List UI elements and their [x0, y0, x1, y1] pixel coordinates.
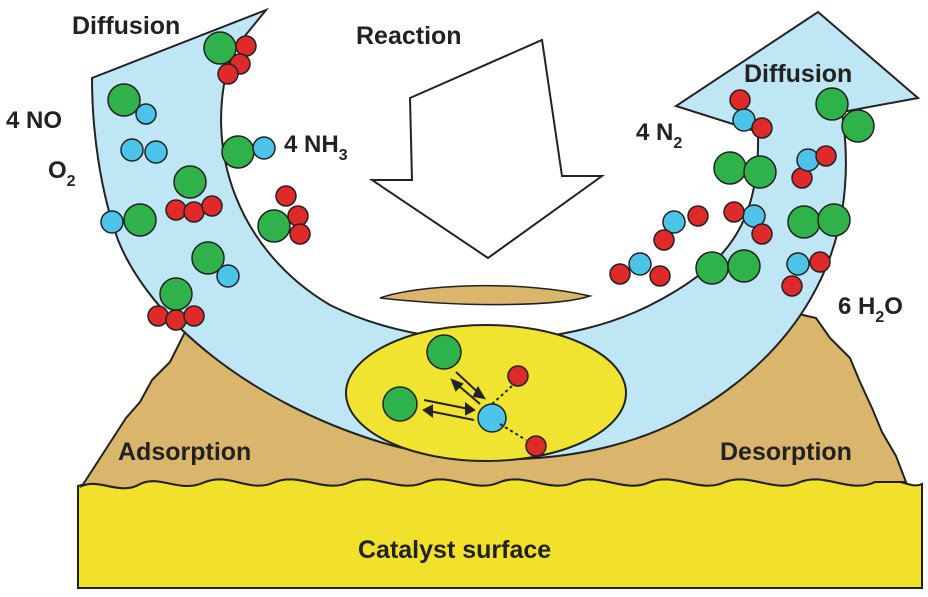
deposit-mound: [379, 284, 593, 306]
nitrogen-atom: [123, 203, 157, 237]
nitrogen-atom: [107, 83, 141, 117]
nitrogen-atom: [426, 334, 462, 370]
nitrogen-atom: [815, 87, 849, 121]
hydrogen-atom: [662, 210, 686, 234]
nitrogen-atom: [257, 209, 291, 243]
oxygen-atom: [183, 201, 205, 223]
oxygen-atom: [289, 223, 311, 245]
nitrogen-atom: [191, 241, 225, 275]
oxygen-atom: [165, 199, 187, 221]
hydrogen-atom: [252, 136, 276, 160]
label-diffusion-out: Diffusion: [744, 60, 852, 88]
oxygen-atom: [649, 265, 671, 287]
oxygen-atom: [815, 145, 837, 167]
label-o2: O2: [48, 157, 76, 190]
label-h2o: 6 H2O: [838, 293, 903, 326]
oxygen-atom: [235, 35, 257, 57]
nitrogen-atom: [743, 155, 777, 189]
oxygen-atom: [275, 185, 297, 207]
hydrogen-atom: [120, 138, 144, 162]
nitrogen-atom: [173, 165, 207, 199]
hydrogen-atom: [786, 252, 810, 276]
oxygen-atom: [287, 205, 309, 227]
hydrogen-atom: [477, 403, 507, 433]
oxygen-atom: [165, 309, 187, 331]
hydrogen-atom: [135, 103, 157, 125]
molecules-group: [100, 31, 875, 457]
oxygen-atom: [147, 305, 169, 327]
oxygen-atom: [781, 275, 803, 297]
hydrogen-atom: [216, 264, 240, 288]
active-site: [345, 324, 627, 462]
interaction-arrows: [422, 371, 527, 441]
reaction-arrow: [368, 38, 606, 260]
label-catalyst-surface: Catalyst surface: [358, 536, 551, 564]
nitrogen-atom: [841, 109, 875, 143]
nitrogen-atom: [817, 203, 851, 237]
oxygen-atom: [751, 117, 773, 139]
nitrogen-atom: [695, 251, 729, 285]
oxygen-atom: [525, 435, 547, 457]
nitrogen-atom: [382, 386, 418, 422]
oxygen-atom: [609, 263, 631, 285]
oxygen-atom: [729, 89, 751, 111]
oxygen-atom: [723, 201, 745, 223]
nitrogen-atom: [221, 135, 255, 169]
hydrogen-atom: [100, 210, 124, 234]
hydrogen-atom: [796, 148, 820, 172]
oxygen-atom: [751, 223, 773, 245]
oxygen-atom: [217, 63, 239, 85]
oxygen-atom: [809, 251, 831, 273]
label-desorption: Desorption: [720, 438, 852, 466]
nitrogen-atom: [727, 249, 761, 283]
label-n2: 4 N2: [636, 119, 682, 152]
nitrogen-atom: [713, 151, 747, 185]
oxygen-atom: [183, 305, 205, 327]
nitrogen-atom: [159, 277, 193, 311]
label-adsorption: Adsorption: [118, 438, 251, 466]
label-no: 4 NO: [6, 107, 62, 134]
label-diffusion-in: Diffusion: [72, 12, 180, 40]
label-nh3: 4 NH3: [284, 131, 348, 164]
hydrogen-atom: [144, 140, 168, 164]
label-reaction: Reaction: [356, 22, 462, 50]
oxygen-atom: [687, 205, 709, 227]
hydrogen-atom: [628, 252, 652, 276]
catalyst-surface: [77, 478, 923, 589]
nitrogen-atom: [787, 205, 821, 239]
oxygen-atom: [653, 229, 675, 251]
oxygen-atom: [507, 365, 529, 387]
oxygen-atom: [201, 195, 223, 217]
